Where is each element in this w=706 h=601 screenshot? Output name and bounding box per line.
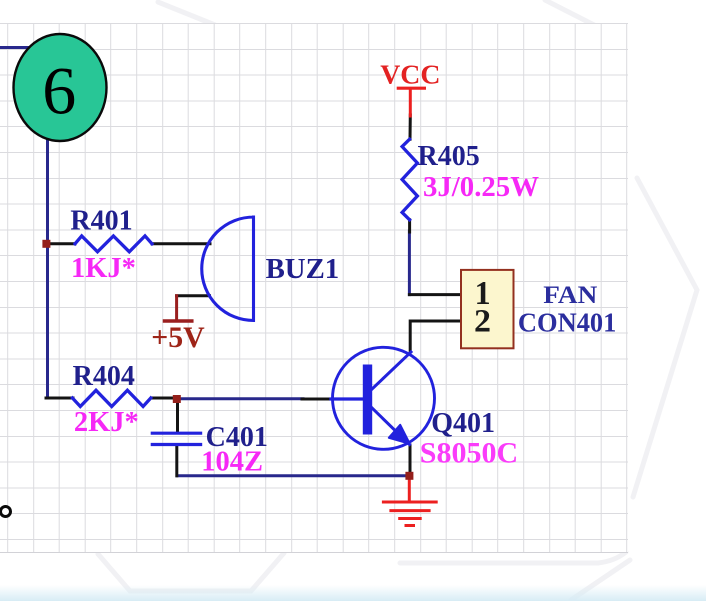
svg-text:6: 6 [42,53,76,129]
svg-text:VCC: VCC [380,59,440,90]
svg-text:R401: R401 [70,206,132,237]
svg-text:+5V: +5V [151,321,205,354]
svg-text:BUZ1: BUZ1 [266,253,340,285]
svg-text:CON401: CON401 [518,308,617,338]
svg-text:2KJ*: 2KJ* [74,407,139,438]
svg-text:1: 1 [475,275,491,312]
svg-text:1KJ*: 1KJ* [71,253,136,284]
svg-text:104Z: 104Z [201,447,263,478]
svg-text:Q401: Q401 [431,408,495,439]
svg-text:C401: C401 [206,422,268,453]
svg-text:FAN: FAN [543,282,597,309]
svg-text:S8050C: S8050C [420,437,518,470]
svg-text:R404: R404 [73,361,135,392]
svg-text:2: 2 [474,304,491,340]
svg-text:R405: R405 [418,141,480,172]
svg-text:3J/0.25W: 3J/0.25W [423,171,539,203]
